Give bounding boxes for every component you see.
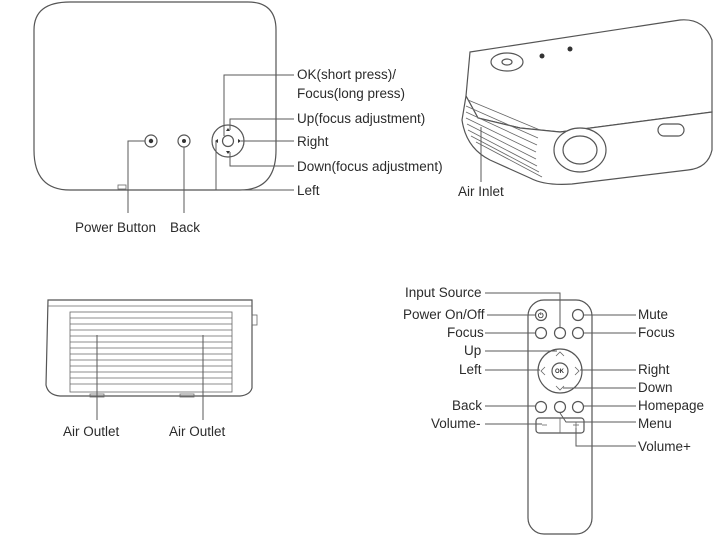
remote-back-icon (534, 400, 548, 414)
remote-ok-icon (551, 362, 569, 380)
remote-focus-right-icon (571, 326, 585, 340)
label-focus-long: Focus(long press) (297, 86, 405, 101)
remote-leaders (485, 292, 636, 447)
label-power-button: Power Button (75, 220, 156, 235)
label-back: Back (170, 220, 200, 235)
foot (117, 184, 127, 190)
svg-text:⏻: ⏻ (538, 312, 544, 320)
label-menu: Menu (638, 416, 672, 431)
projector-perspective (461, 19, 713, 185)
top-power-icon (567, 46, 573, 52)
label-left: Left (297, 183, 320, 198)
label-remote-back: Back (452, 398, 482, 413)
remote-ok-text: OK (555, 369, 565, 375)
label-remote-up: Up (464, 343, 481, 358)
remote-input-source-icon (553, 326, 567, 340)
ok-button-icon (221, 134, 235, 148)
label-volume-minus: Volume- (431, 416, 481, 431)
projector-side-view (45, 299, 258, 398)
label-ok: OK(short press)/ (297, 67, 396, 82)
remote-mute-icon (571, 308, 585, 322)
remote-control: ⏻ OK (527, 299, 593, 535)
label-volume-plus: Volume+ (638, 439, 691, 454)
ir-window-icon (657, 123, 685, 137)
remote-right-icon (574, 366, 580, 376)
label-remote-left: Left (459, 362, 482, 377)
remote-down-icon (555, 385, 565, 391)
label-air-outlet-2: Air Outlet (169, 424, 226, 439)
label-down: Down(focus adjustment) (297, 159, 443, 174)
label-air-outlet-1: Air Outlet (63, 424, 120, 439)
label-mute: Mute (638, 307, 668, 322)
label-air-inlet: Air Inlet (458, 184, 504, 199)
remote-menu-icon (553, 400, 567, 414)
remote-focus-left-icon (534, 326, 548, 340)
air-outlet-grille (69, 311, 233, 393)
remote-left-icon (540, 366, 546, 376)
label-up: Up(focus adjustment) (297, 111, 425, 126)
remote-up-icon (555, 351, 565, 357)
label-input-source: Input Source (405, 285, 482, 300)
remote-home-icon (571, 400, 585, 414)
top-left-leaders (127, 74, 294, 213)
air-inlet-grille (465, 99, 543, 178)
label-remote-down: Down (638, 380, 673, 395)
label-remote-right: Right (638, 362, 670, 377)
label-power: Power On/Off (403, 307, 485, 322)
label-right: Right (297, 134, 329, 149)
remote-power-icon (534, 308, 548, 322)
top-back-icon (539, 53, 545, 59)
lens-icon (562, 135, 598, 165)
label-homepage: Homepage (638, 398, 704, 413)
projector-top-view (33, 1, 277, 191)
label-focus-left: Focus (447, 325, 484, 340)
label-focus-right: Focus (638, 325, 675, 340)
